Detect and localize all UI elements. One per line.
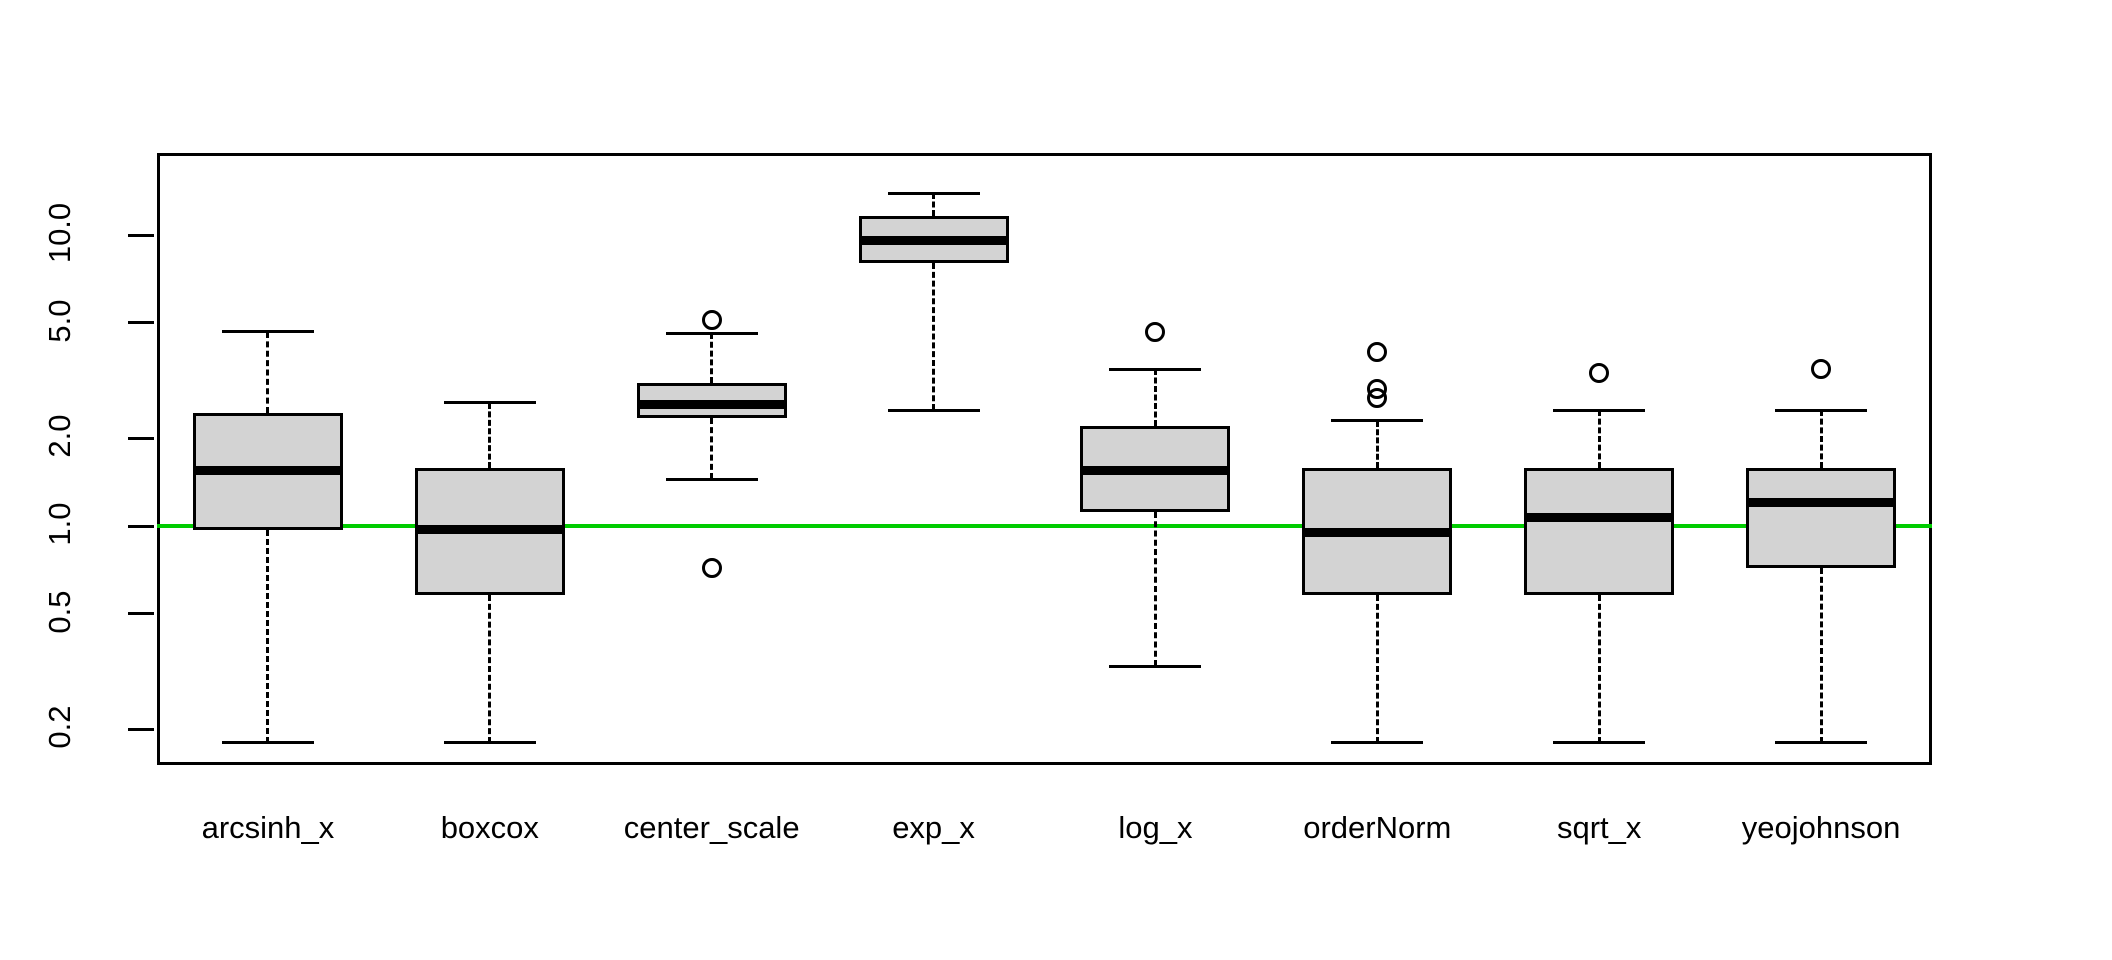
whisker-cap-lower: [1109, 664, 1202, 668]
outlier-point: [1145, 321, 1166, 342]
outlier-point: [1811, 359, 1832, 380]
whisker-upper: [1375, 420, 1379, 469]
median-line: [1746, 498, 1897, 508]
whisker-cap-lower: [887, 408, 980, 412]
x-axis-tick-label-yeojohnson: yeojohnson: [1741, 810, 1901, 845]
median-line: [1524, 512, 1675, 522]
x-axis-tick-label-log_x: log_x: [1118, 810, 1193, 845]
whisker-cap-upper: [1775, 408, 1868, 412]
median-line: [1302, 527, 1453, 537]
reference-line-1: [157, 524, 1932, 528]
whisker-cap-lower: [1331, 741, 1424, 745]
x-axis-tick-label-exp_x: exp_x: [892, 810, 975, 845]
whisker-lower: [1153, 511, 1157, 667]
x-axis-tick-label-arcsinh_x: arcsinh_x: [201, 810, 335, 845]
outlier-point: [1367, 388, 1388, 409]
whisker-upper: [1819, 410, 1823, 469]
whisker-cap-lower: [221, 741, 314, 745]
whisker-lower: [1597, 594, 1601, 743]
whisker-cap-upper: [887, 191, 980, 195]
whisker-cap-upper: [1331, 419, 1424, 423]
y-axis-tick-label: 2.0: [42, 414, 77, 458]
outlier-point: [701, 310, 722, 331]
whisker-lower: [1375, 594, 1379, 743]
outlier-point: [1589, 363, 1610, 384]
whisker-cap-lower: [665, 477, 758, 481]
whisker-lower: [266, 529, 270, 743]
whisker-upper: [1153, 369, 1157, 427]
whisker-cap-upper: [1109, 367, 1202, 371]
box-iqr: [1746, 468, 1897, 568]
y-axis-tick-mark: [128, 727, 154, 731]
median-line: [858, 235, 1009, 245]
y-axis-tick-mark: [128, 321, 154, 325]
whisker-cap-lower: [443, 741, 536, 745]
whisker-cap-upper: [1553, 408, 1646, 412]
x-axis-tick-label-orderNorm: orderNorm: [1303, 810, 1452, 845]
whisker-upper: [266, 331, 270, 413]
whisker-upper: [710, 333, 714, 383]
median-line: [636, 399, 787, 409]
whisker-cap-lower: [1553, 741, 1646, 745]
x-axis-tick-label-center_scale: center_scale: [623, 810, 800, 845]
whisker-upper: [932, 193, 936, 217]
box-iqr: [1524, 468, 1675, 595]
plot-frame: [157, 153, 1932, 765]
y-axis-tick-label: 0.2: [42, 705, 77, 749]
outlier-point: [701, 557, 722, 578]
whisker-lower: [932, 263, 936, 411]
median-line: [1080, 466, 1231, 476]
whisker-lower: [488, 594, 492, 743]
whisker-cap-upper: [665, 331, 758, 335]
whisker-cap-upper: [221, 330, 314, 334]
whisker-upper: [488, 402, 492, 469]
median-line: [414, 525, 565, 535]
whisker-lower: [710, 418, 714, 480]
y-axis-tick-mark: [128, 436, 154, 440]
whisker-cap-upper: [443, 401, 536, 405]
whisker-cap-lower: [1775, 741, 1868, 745]
y-axis-tick-mark: [128, 612, 154, 616]
y-axis-tick-mark: [128, 524, 154, 528]
outlier-point: [1367, 342, 1388, 363]
whisker-lower: [1819, 567, 1823, 743]
median-line: [192, 466, 343, 476]
x-axis-tick-label-sqrt_x: sqrt_x: [1556, 810, 1642, 845]
y-axis-tick-mark: [128, 233, 154, 237]
whisker-upper: [1597, 410, 1601, 469]
y-axis-tick-label: 10.0: [42, 202, 77, 264]
x-axis-tick-label-boxcox: boxcox: [440, 810, 539, 845]
